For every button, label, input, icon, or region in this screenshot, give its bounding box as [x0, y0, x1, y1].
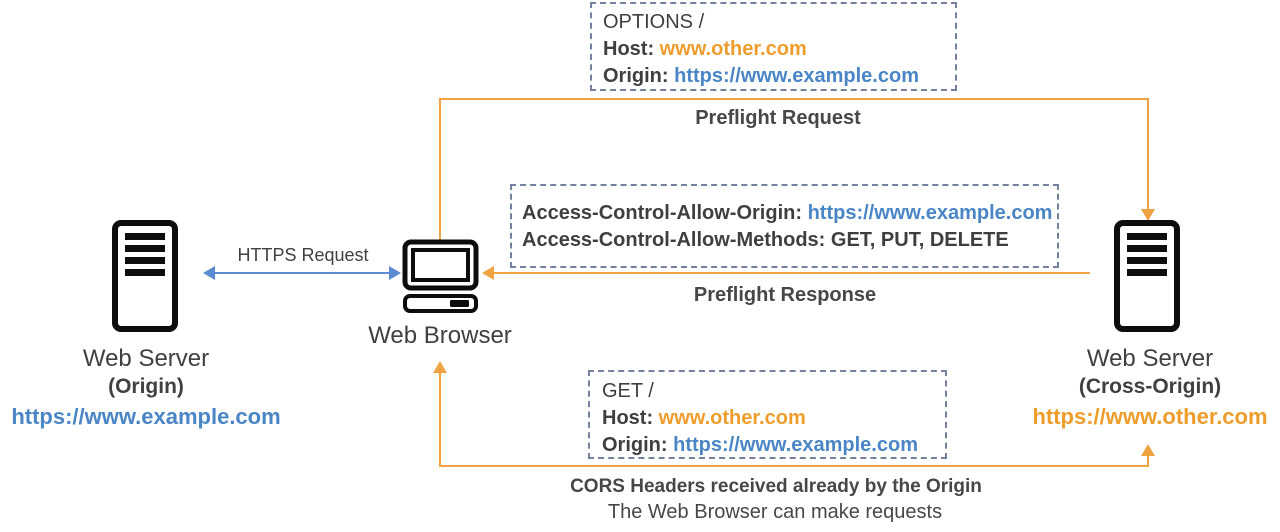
header-value: https://www.example.com: [807, 202, 1053, 224]
cors-request-arrow: [433, 361, 1155, 467]
header-value: www.other.com: [658, 407, 806, 429]
origin-server-label: Web Server: [82, 345, 210, 372]
header-name: Host:: [603, 38, 655, 60]
desktop-computer-icon: [402, 239, 479, 313]
header-value: https://www.example.com: [673, 434, 918, 456]
request-method-line: OPTIONS /: [603, 11, 705, 33]
request-method-line: GET /: [602, 380, 654, 402]
header-value: GET, PUT, DELETE: [830, 229, 1009, 251]
origin-server-url: https://www.example.com: [11, 404, 281, 429]
cross-origin-server-label: Web Server: [1086, 345, 1214, 372]
header-value: www.other.com: [659, 38, 807, 60]
cors-request-box: GET / Host: www.other.com Origin: https:…: [588, 370, 947, 459]
arrowhead-up-icon: [433, 361, 447, 373]
header-value: https://www.example.com: [674, 65, 919, 87]
arrowhead-right-icon: [389, 266, 401, 280]
origin-header-line: Origin: https://www.example.com: [603, 63, 955, 90]
preflight-response-label: Preflight Response: [693, 284, 877, 306]
preflight-request-label: Preflight Request: [695, 107, 861, 129]
cors-footer-line2: The Web Browser can make requests: [607, 501, 943, 523]
header-name: Origin:: [603, 65, 669, 87]
server-tower-icon: [112, 220, 178, 332]
preflight-request-arrow: [439, 98, 1155, 241]
header-name: Access-Control-Allow-Origin:: [522, 202, 803, 224]
arrowhead-left-icon: [482, 266, 494, 280]
host-header-line: Host: www.other.com: [602, 405, 945, 432]
preflight-request-box: OPTIONS / Host: www.other.com Origin: ht…: [590, 2, 957, 91]
cross-origin-server-role: (Cross-Origin): [1078, 375, 1222, 398]
origin-server-role: (Origin): [108, 375, 184, 398]
https-request-arrow: [203, 266, 401, 280]
server-tower-icon: [1114, 220, 1180, 332]
cors-footer-line1: CORS Headers received already by the Ori…: [570, 476, 982, 497]
arrowhead-down-icon: [1141, 209, 1155, 221]
https-request-label: HTTPS Request: [237, 245, 369, 265]
allow-origin-header-line: Access-Control-Allow-Origin: https://www…: [522, 200, 1057, 227]
host-header-line: Host: www.other.com: [603, 36, 955, 63]
web-browser-label: Web Browser: [368, 322, 512, 349]
preflight-response-box: Access-Control-Allow-Origin: https://www…: [510, 184, 1059, 268]
arrowhead-left-icon: [203, 266, 215, 280]
preflight-response-arrow: [482, 266, 1090, 280]
allow-methods-header-line: Access-Control-Allow-Methods: GET, PUT, …: [522, 227, 1057, 254]
arrowhead-up-icon: [1141, 444, 1155, 456]
cross-origin-server-url: https://www.other.com: [1032, 404, 1268, 429]
header-name: Host:: [602, 407, 654, 429]
header-name: Origin:: [602, 434, 668, 456]
header-name: Access-Control-Allow-Methods:: [522, 229, 826, 251]
origin-header-line: Origin: https://www.example.com: [602, 432, 945, 459]
